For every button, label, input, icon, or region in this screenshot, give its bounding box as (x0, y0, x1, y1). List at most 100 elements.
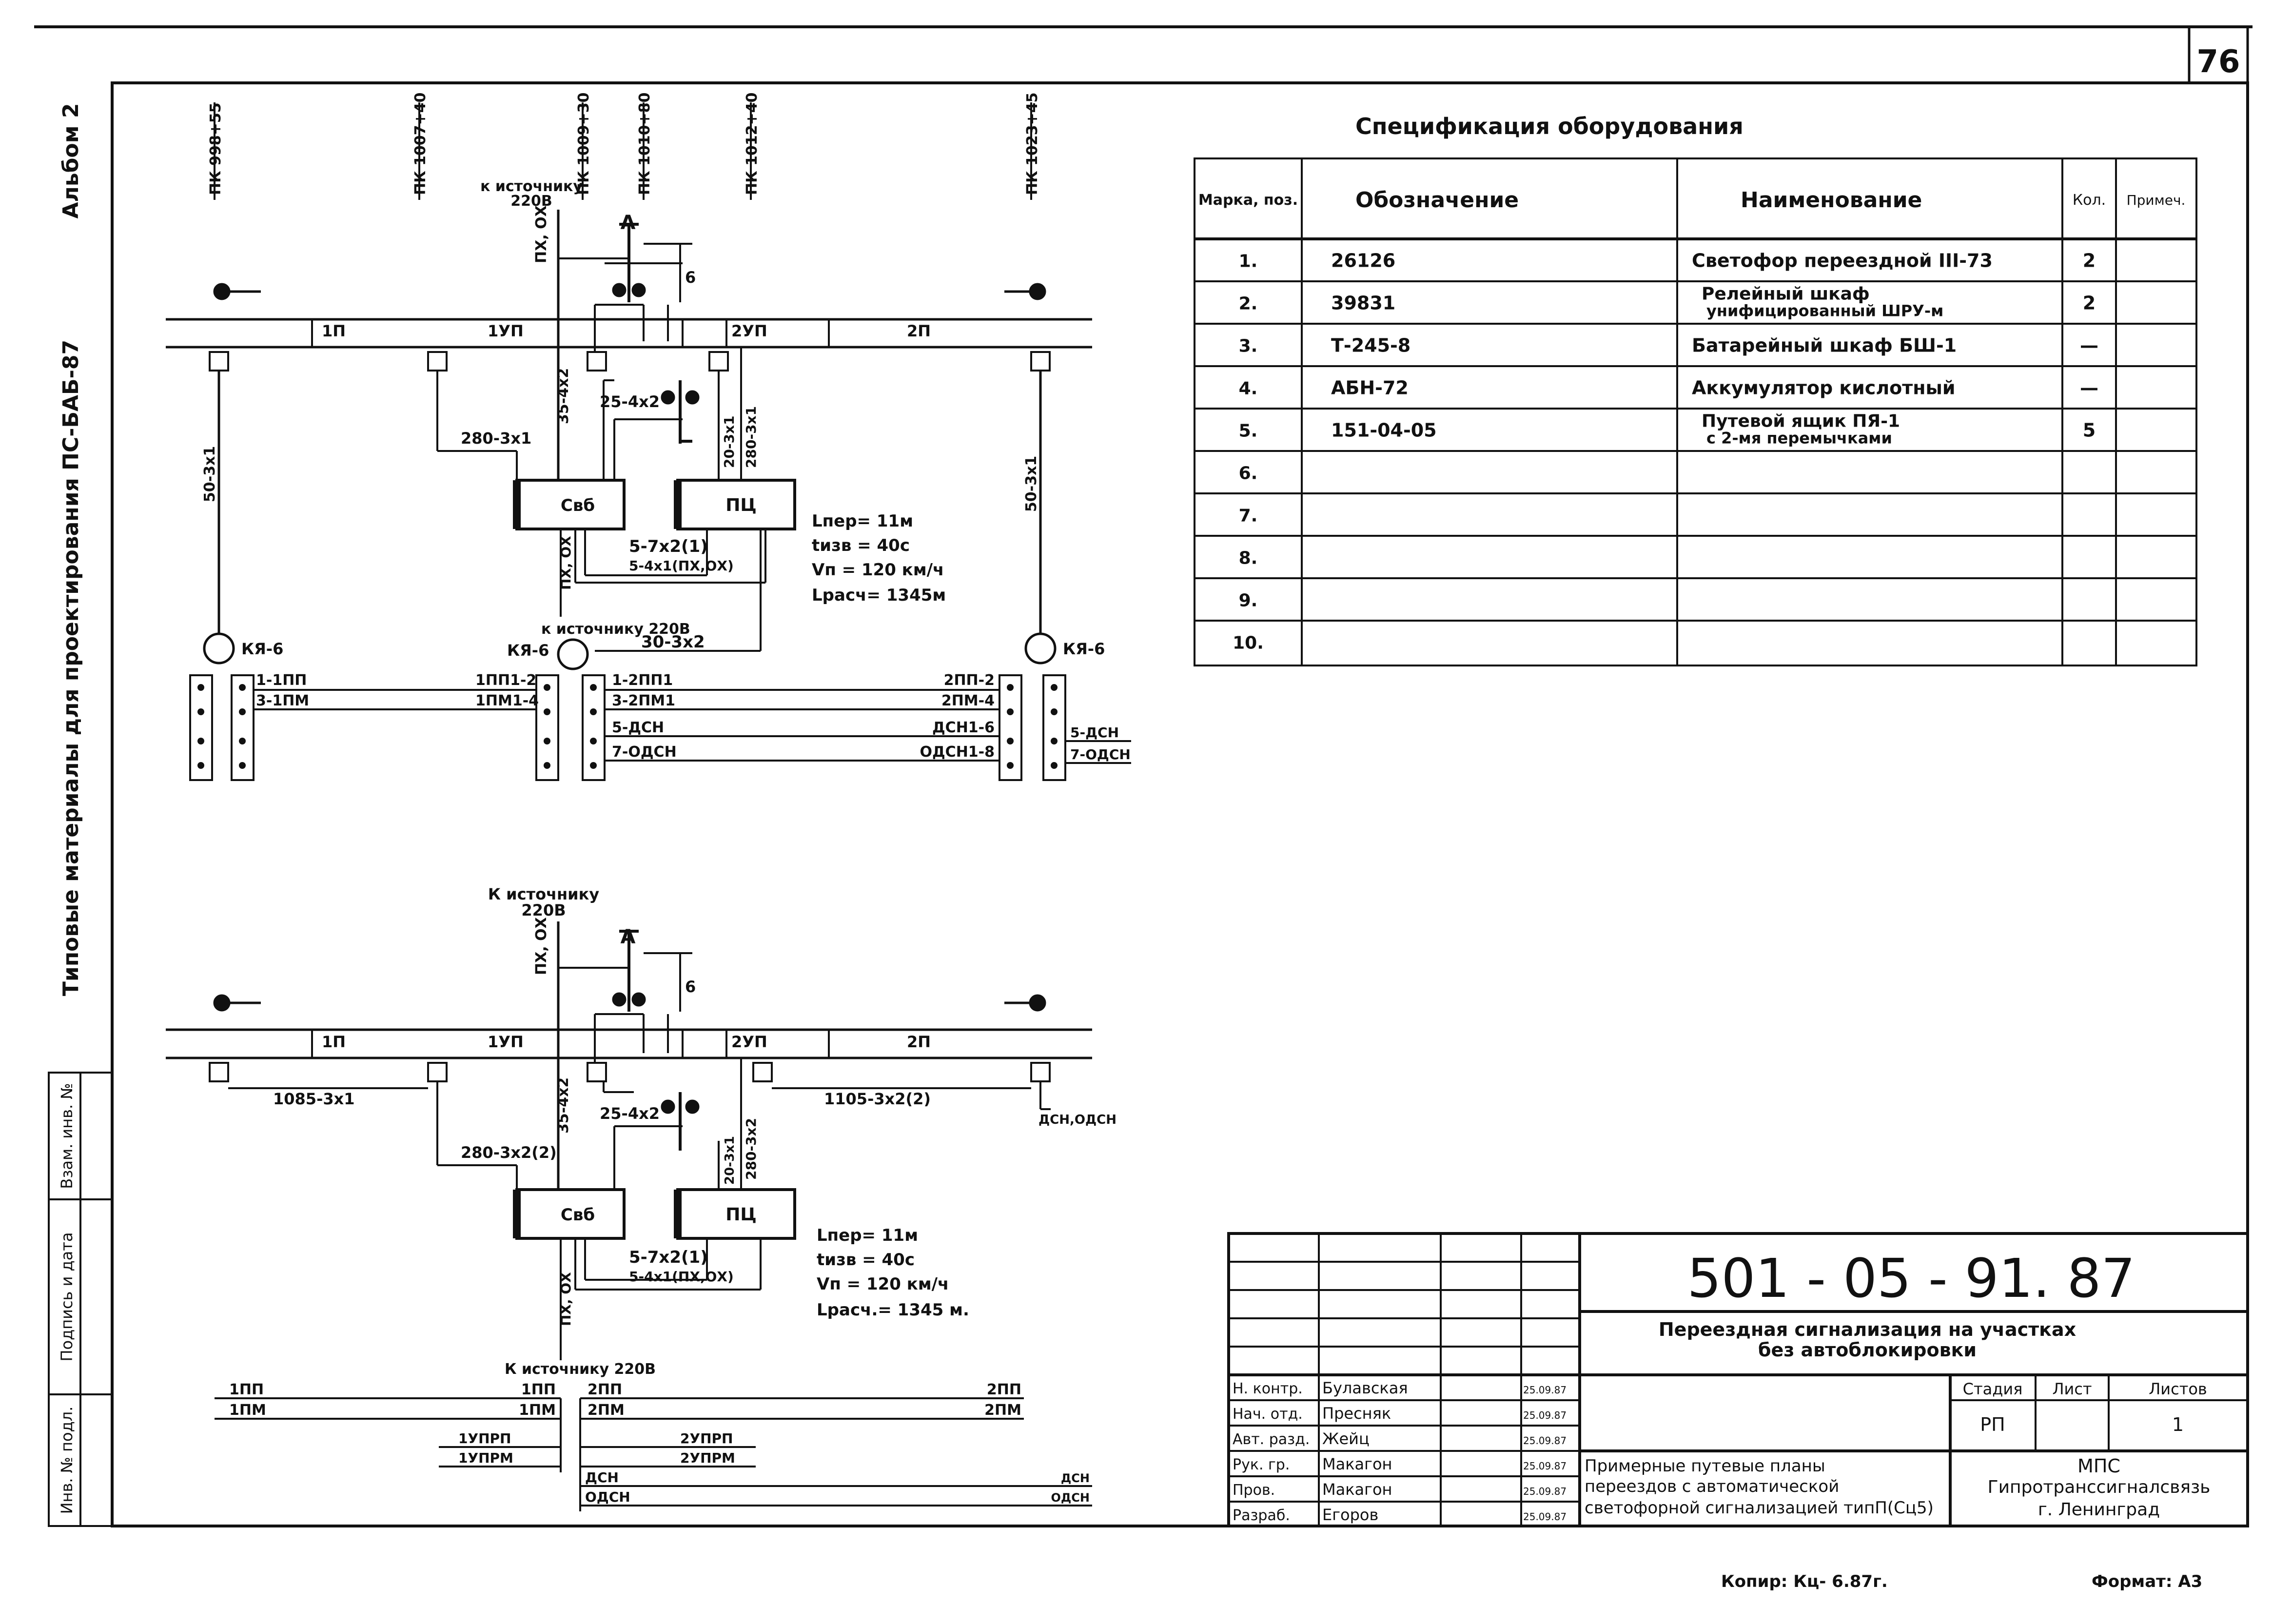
stage-value-listov: 1 (2172, 1414, 2184, 1435)
wire-5-dsn: 5-ДСН (612, 719, 664, 736)
wire-3-1pm: 3-1ПМ (256, 692, 309, 709)
rail-2pp-end: 2ПП (987, 1381, 1021, 1398)
param-l-per: Lпер= 11м (812, 511, 913, 531)
bottom-signal-dist: 6 (685, 978, 696, 996)
picket-6: ПК 1023+45 (1024, 93, 1041, 195)
spec-row-pos: 10. (1233, 633, 1264, 653)
series-label: Типовые материалы для проектирования ПС-… (59, 340, 83, 996)
album-label: Альбом 2 (59, 103, 83, 219)
wire-dsn1-6: ДСН1-6 (932, 719, 995, 736)
title-block-text: 501 - 05 - 91. 87 Переездная сигнализаци… (1233, 1247, 2210, 1524)
bottom-box-pc-label: ПЦ (725, 1205, 757, 1225)
rail-1pp-end: 1ПП (521, 1381, 556, 1398)
rail-odsn: ОДСН (585, 1489, 630, 1505)
bottom-param-l-per: Lпер= 11м (817, 1226, 918, 1245)
title-block (1227, 1232, 2249, 1527)
cable-5-4x1: 5-4х1(ПХ,ОХ) (629, 558, 734, 574)
spec-row-name: Релейный шкаф (1702, 284, 1870, 304)
bottom-param-t-izv: tизв = 40с (817, 1250, 915, 1270)
bottom-cable-25-4x2: 25-4х2 (600, 1104, 660, 1123)
bottom-param-l-rasch: Lрасч.= 1345 м. (817, 1300, 969, 1320)
rail-1uprm: 1УПРМ (458, 1450, 513, 1466)
bottom-section-1up: 1УП (488, 1033, 524, 1051)
kya-label-mid: КЯ-6 (507, 641, 549, 660)
top-scheme-dots (197, 684, 1058, 769)
rail-2uprp: 2УПРП (680, 1430, 733, 1447)
bottom-source-label: К источнику (488, 885, 599, 903)
source-voltage: 220В (510, 193, 552, 210)
doc-title-line1: Переездная сигнализация на участках (1659, 1319, 2076, 1340)
cable-25-4x2: 25-4х2 (600, 392, 660, 411)
sheet-title-line1: Примерные путевые планы (1585, 1456, 1825, 1476)
spec-row-qty: 2 (2083, 250, 2096, 272)
bottom-source-voltage: 220В (521, 901, 566, 920)
rail-1pm-end: 1ПМ (519, 1402, 556, 1419)
picket-1: ПК 998+55 (207, 102, 224, 195)
bottom-cable-5-4x1: 5-4х1(ПХ,ОХ) (629, 1269, 734, 1285)
signal-dist-label: 6 (685, 268, 696, 287)
spec-header-designation: Обозначение (1355, 188, 1519, 213)
spec-header-note: Примеч. (2127, 192, 2186, 208)
stage-value-rp: РП (1980, 1414, 2005, 1435)
bottom-section-2p: 2П (907, 1033, 931, 1051)
doc-title-line2: без автоблокировки (1758, 1339, 1977, 1361)
org-mps: МПС (2077, 1455, 2120, 1477)
spec-row-pos: 8. (1239, 548, 1258, 568)
cable-20-3x1: 20-3х1 (721, 415, 737, 468)
wire-1pm1-4: 1ПМ1-4 (475, 692, 539, 709)
rail-dsn-end: ДСН (1061, 1471, 1090, 1485)
sheet-title-line3: светофорной сигнализацией типП(Сц5) (1585, 1498, 1934, 1518)
spec-row-name-2: унифицированный ШРУ-м (1706, 302, 1943, 320)
cable-5-7x2: 5-7х2(1) (629, 537, 708, 556)
bottom-cable-280-3x2-v: 280-3х2 (743, 1118, 759, 1180)
spec-row-pos: 1. (1239, 252, 1258, 272)
staff-role: Авт. разд. (1233, 1431, 1310, 1448)
org-giprotrans: Гипротранссигналсвязь (1988, 1477, 2211, 1497)
spec-row-code: АБН-72 (1331, 377, 1409, 399)
spec-row-pos: 7. (1239, 506, 1258, 526)
wire-2pp-2: 2ПП-2 (944, 672, 995, 689)
page-number: 76 (2196, 44, 2240, 80)
org-city: г. Ленинград (2038, 1500, 2160, 1520)
cable-35-4x2: 35-4х2 (555, 368, 572, 424)
stamp-cell-replace: Взам. инв. № (58, 1083, 76, 1189)
bottom-scheme-labels: К источнику 220В А 6 ПХ, ОХ 35-4х2 1П 1У… (229, 885, 1117, 1505)
spec-row-name: Путевой ящик ПЯ-1 (1702, 411, 1900, 431)
bottom-section-1p: 1П (322, 1033, 346, 1051)
staff-name: Егоров (1322, 1506, 1378, 1524)
bottom-section-2up: 2УП (731, 1033, 767, 1051)
staff-date: 25.09.87 (1523, 1511, 1567, 1523)
picket-4: ПК 1010+80 (636, 93, 653, 195)
bottom-signal-a-label: А (621, 926, 636, 948)
wire-1-2pp1: 1-2ПП1 (612, 672, 673, 689)
spec-row-pos: 4. (1239, 379, 1258, 399)
cable-px-ox-vertical: ПХ, ОХ (533, 205, 550, 263)
picket-2: ПК 1007+40 (412, 93, 429, 195)
spec-row-name: Аккумулятор кислотный (1692, 377, 1956, 399)
bottom-param-v-p: Vп = 120 км/ч (817, 1274, 949, 1294)
spec-row-pos: 6. (1239, 464, 1258, 484)
spec-row-pos: 9. (1239, 591, 1258, 611)
spec-header-qty: Кол. (2073, 192, 2106, 209)
spec-header-name: Наименование (1741, 188, 1922, 213)
spec-row-pos: 5. (1239, 421, 1258, 441)
wire-3-2pm1: 3-2ПМ1 (612, 692, 675, 709)
stage-header-listov: Листов (2149, 1380, 2207, 1398)
staff-name: Булавская (1322, 1379, 1408, 1397)
spec-row-pos: 3. (1239, 336, 1258, 356)
spec-row-qty: — (2080, 335, 2098, 356)
spec-header-mark: Марка, поз. (1198, 192, 1298, 209)
rail-2pp-start: 2ПП (588, 1381, 622, 1398)
spec-row-pos: 2. (1239, 294, 1258, 314)
spec-row-code: 151-04-05 (1331, 420, 1437, 441)
signal-a-label: А (621, 212, 636, 234)
top-scheme (166, 102, 1131, 781)
bottom-cable-px-ox-lower: ПХ, ОХ (558, 1272, 574, 1326)
bottom-cable-35-4x2: 35-4х2 (555, 1077, 572, 1134)
param-v-p: Vп = 120 км/ч (812, 560, 944, 580)
source-label: к источнику (480, 178, 583, 195)
wire-far-7-odsn: 7-ОДСН (1070, 746, 1131, 763)
bottom-source-bottom: К источнику 220В (505, 1361, 656, 1378)
